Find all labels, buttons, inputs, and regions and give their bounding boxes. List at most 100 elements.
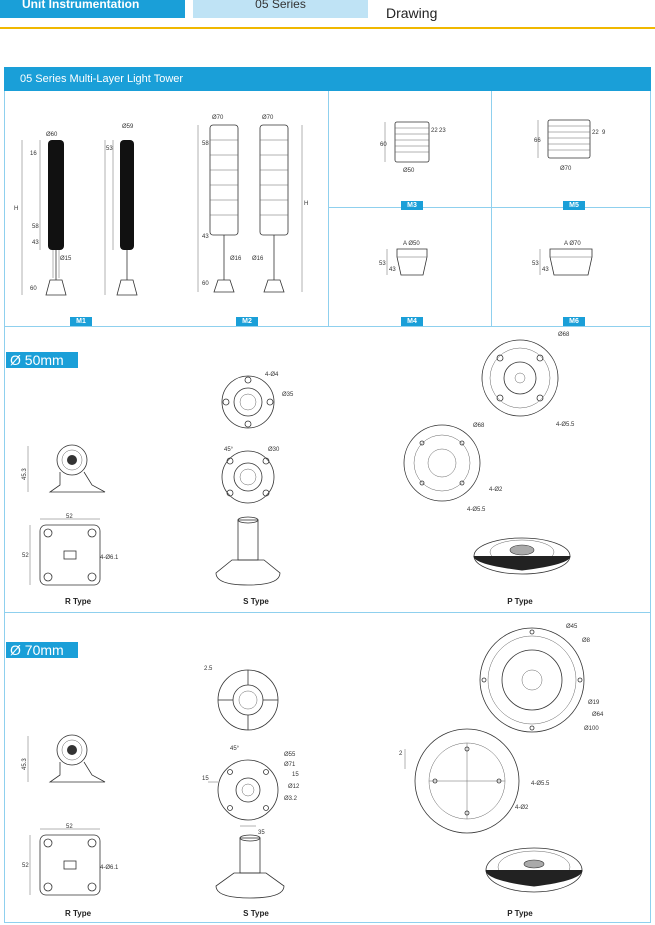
m4-drawing: A Ø50 53 43	[379, 241, 428, 276]
m2-d16b: Ø16	[252, 256, 264, 262]
m1-d60: Ø60	[46, 132, 58, 138]
diameter-50-tag: Ø 50mm	[6, 352, 78, 368]
d50-p-holes2: 4-Ø2	[489, 487, 503, 493]
d50-p-type-iso	[473, 537, 571, 575]
label-m5: M5	[563, 201, 585, 210]
top-tab-bar: Unit Instrumentation 05 Series Drawing	[0, 0, 655, 29]
m5-d70: Ø70	[560, 166, 572, 172]
d70-p-holes: 4-Ø5.5	[531, 781, 550, 787]
d50-s-type-iso	[215, 516, 281, 586]
m2-d16: Ø16	[230, 256, 242, 262]
d50-p-holes: 4-Ø5.5	[556, 422, 575, 428]
d50-p-type-caption: P Type	[507, 597, 533, 606]
d70-p-d45: Ø45	[566, 624, 578, 630]
d70-s-15b: 15	[292, 772, 299, 778]
d70-r-type-top: 52 52 4-Ø6.1	[22, 824, 119, 896]
grid-line	[4, 612, 651, 613]
tab-unit-instrumentation[interactable]: Unit Instrumentation	[0, 0, 185, 18]
tab-drawing[interactable]: Drawing	[386, 5, 438, 21]
d50-r-w: 52	[66, 514, 73, 520]
m3-h60: 60	[380, 142, 387, 148]
tab-05-series[interactable]: 05 Series	[193, 0, 368, 18]
m2-h58: 58	[202, 141, 209, 147]
m1-drawing: Ø60 Ø59 16 53 58 43 H Ø15 60	[14, 124, 138, 296]
m4-h43: 43	[389, 267, 396, 273]
d70-p-type-top: Ø45 Ø8 Ø19 Ø64 Ø100	[479, 624, 604, 733]
d50-s-d2: Ø30	[268, 447, 280, 453]
d70-r-side: 52	[22, 863, 29, 869]
d70-r-type-caption: R Type	[64, 909, 92, 918]
d50-r-type-caption: R Type	[64, 597, 92, 606]
grid-line	[4, 326, 651, 327]
d70-r-holes: 4-Ø6.1	[100, 865, 119, 871]
label-m6: M6	[563, 317, 585, 326]
m5-drawing: 66 Ø70 22 9	[534, 119, 606, 172]
m5-h9: 9	[602, 130, 606, 136]
d50-s-holes: 4-Ø4	[265, 372, 279, 378]
d50-p-type-mid: Ø68 4-Ø2 4-Ø5.5	[403, 423, 503, 513]
label-m4: M4	[401, 317, 423, 326]
d70-p-type-mid: 2 4-Ø5.5 4-Ø2	[399, 728, 550, 834]
d70-s-15a: 15	[202, 776, 209, 782]
d70-r-w: 52	[66, 824, 73, 830]
d70-s-type-iso	[215, 834, 285, 899]
m2-d70b: Ø70	[262, 115, 274, 121]
d50-s-type-flange-2: 45° Ø30	[221, 447, 280, 504]
m2-h60: 60	[202, 281, 209, 287]
d70-p-type-iso	[485, 847, 583, 893]
d70-p-holes2: 4-Ø2	[515, 805, 529, 811]
m3-drawing: 60 Ø50 22 23	[380, 121, 446, 174]
d70-p-type-caption: P Type	[507, 909, 533, 918]
d50-r-holes: 4-Ø6.1	[100, 555, 119, 561]
d70-s-d55: Ø55	[284, 752, 296, 758]
top-divider	[0, 27, 655, 29]
d50-r-type-side: 45.3	[22, 444, 106, 493]
d70-s-d12: Ø12	[288, 784, 300, 790]
label-m1: M1	[70, 317, 92, 326]
m6-d70: A Ø70	[564, 241, 581, 247]
d50-p-d68b: Ø68	[473, 423, 485, 429]
m1-h53: 53	[106, 146, 113, 152]
d70-s-type-flange-1: 2.5	[204, 666, 279, 731]
label-m2: M2	[236, 317, 258, 326]
d70-p-d100: Ø100	[584, 726, 599, 732]
d50-s-45: 45°	[224, 447, 234, 453]
d70-s-35: 35	[258, 830, 265, 836]
d70-s-d32: Ø3.2	[284, 796, 298, 802]
m5-h22: 22	[592, 130, 599, 136]
m1-d15: Ø15	[60, 256, 72, 262]
m2-d70: Ø70	[212, 115, 224, 121]
m4-h53: 53	[379, 261, 386, 267]
d70-s-25: 2.5	[204, 666, 213, 672]
m6-drawing: A Ø70 53 43	[532, 241, 593, 276]
d50-s-d: Ø35	[282, 392, 294, 398]
m3-h22: 22	[431, 128, 438, 134]
m5-h66: 66	[534, 138, 541, 144]
m2-h43: 43	[202, 234, 209, 240]
m6-h43: 43	[542, 267, 549, 273]
d70-p-d19: Ø19	[588, 700, 600, 706]
m1-h58: 58	[32, 224, 39, 230]
d70-p-d64: Ø64	[592, 712, 604, 718]
d50-s-type-flange-1: 4-Ø4 Ø35	[221, 372, 294, 429]
d50-r-side: 52	[22, 553, 29, 559]
label-m3: M3	[401, 201, 423, 210]
m1-h: H	[14, 206, 18, 212]
d50-s-type-caption: S Type	[243, 597, 269, 606]
m1-d59: Ø59	[122, 124, 134, 130]
d50-p-type-top: Ø68 4-Ø5.5	[481, 332, 575, 428]
m4-d50: A Ø50	[403, 241, 420, 247]
m2-h: H	[304, 201, 308, 207]
m1-h43: 43	[32, 240, 39, 246]
diameter-70-tag: Ø 70mm	[6, 642, 78, 658]
d70-s-45: 45°	[230, 746, 240, 752]
m6-h53: 53	[532, 261, 539, 267]
d50-r-h: 45.3	[22, 468, 28, 480]
d50-p-holes3: 4-Ø5.5	[467, 507, 486, 513]
d70-s-type-flange-2: 45° Ø55 Ø71 15 15 Ø12 Ø3.2 35	[202, 746, 300, 836]
section-title: 05 Series Multi-Layer Light Tower	[4, 67, 651, 91]
d70-p-d8: Ø8	[582, 638, 591, 644]
d50-p-d68: Ø68	[558, 332, 570, 338]
d70-r-type-side: 45.3	[22, 734, 106, 783]
d70-s-type-caption: S Type	[243, 909, 269, 918]
